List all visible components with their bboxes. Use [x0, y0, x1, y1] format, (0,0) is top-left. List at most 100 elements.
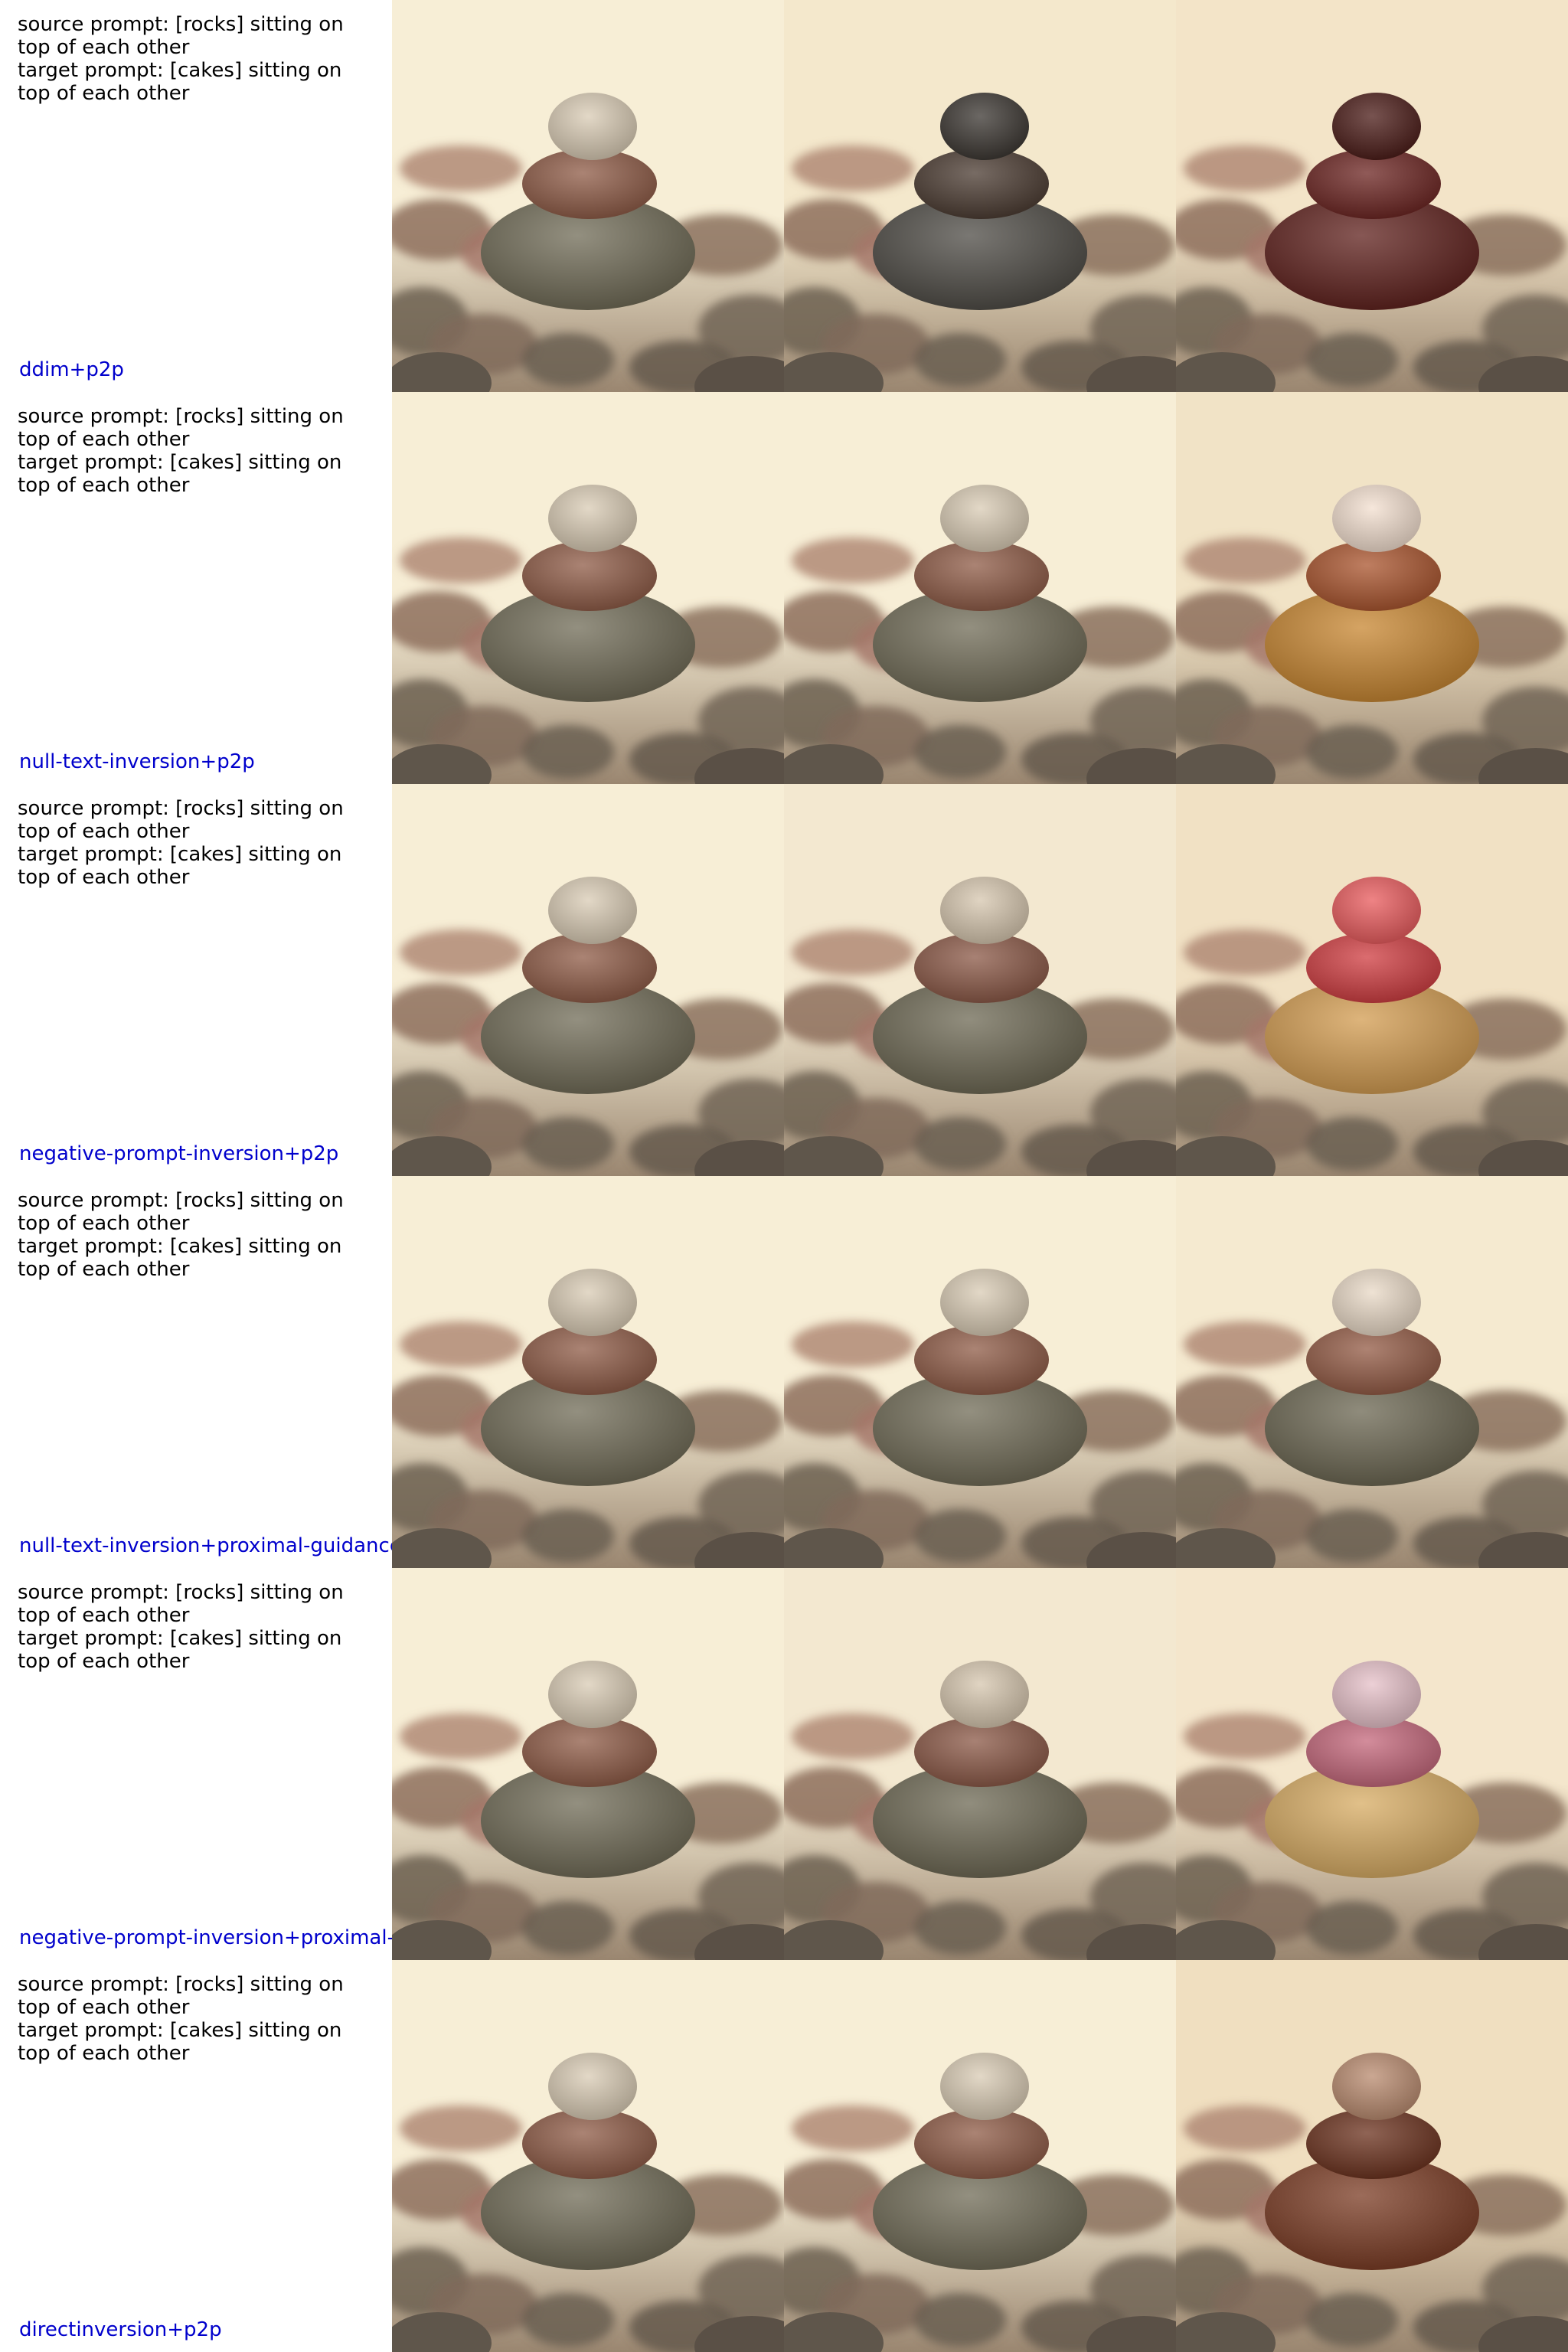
- base-shading: [1265, 1763, 1479, 1878]
- foreground-pebble: [784, 1920, 884, 1960]
- foreground-pebble: [392, 1528, 492, 1568]
- prompt-text: source prompt: [rocks] sitting on top of…: [18, 797, 377, 889]
- base-shading: [1265, 195, 1479, 310]
- prompt-text: source prompt: [rocks] sitting on top of…: [18, 1973, 377, 2065]
- base-shading: [873, 1763, 1087, 1878]
- middle-shading: [1306, 149, 1441, 219]
- base-shading: [873, 979, 1087, 1094]
- middle-shading: [914, 541, 1049, 611]
- middle-shading: [522, 2109, 657, 2179]
- stacked-pebbles-picture: [784, 392, 1176, 784]
- source-prompt: source prompt: [rocks] sitting on top of…: [18, 1581, 344, 1627]
- top-shading: [940, 877, 1029, 944]
- method-row: source prompt: [rocks] sitting on top of…: [0, 1960, 1568, 2352]
- middle-shading: [1306, 933, 1441, 1003]
- top-shading: [1332, 2053, 1421, 2120]
- base-shading: [481, 195, 695, 310]
- middle-shading: [1306, 1717, 1441, 1787]
- source-image: [392, 0, 784, 392]
- top-shading: [548, 93, 637, 160]
- stacked-pebbles-cream-picture: [1176, 1176, 1568, 1568]
- method-label: null-text-inversion+p2p: [19, 750, 255, 773]
- middle-shading: [522, 933, 657, 1003]
- stacked-pebbles-picture: [392, 0, 784, 392]
- method-label: negative-prompt-inversion+proximal-guida…: [19, 1926, 392, 1949]
- foreground-pebble: [392, 744, 492, 784]
- foreground-pebble: [694, 748, 784, 784]
- stacked-pebbles-picture: [784, 1568, 1176, 1960]
- source-image: [392, 784, 784, 1176]
- base-shading: [481, 2155, 695, 2270]
- stacked-pebbles-picture: [392, 784, 784, 1176]
- base-shading: [1265, 2155, 1479, 2270]
- foreground-pebble: [1478, 2316, 1568, 2352]
- foreground-pebble: [1086, 1140, 1176, 1176]
- edited-image: [1176, 0, 1568, 392]
- target-prompt: target prompt: [cakes] sitting on top of…: [18, 451, 342, 497]
- target-prompt: target prompt: [cakes] sitting on top of…: [18, 1627, 342, 1673]
- foreground-pebble: [1478, 1924, 1568, 1960]
- foreground-pebble: [1478, 748, 1568, 784]
- top-shading: [1332, 485, 1421, 552]
- row-label-panel: source prompt: [rocks] sitting on top of…: [0, 784, 392, 1176]
- top-shading: [548, 2053, 637, 2120]
- source-prompt: source prompt: [rocks] sitting on top of…: [18, 13, 344, 59]
- top-shading: [940, 1269, 1029, 1336]
- method-row: source prompt: [rocks] sitting on top of…: [0, 1176, 1568, 1568]
- top-shading: [548, 1661, 637, 1728]
- source-prompt: source prompt: [rocks] sitting on top of…: [18, 1973, 344, 2019]
- foreground-pebble: [784, 1528, 884, 1568]
- foreground-pebble: [694, 2316, 784, 2352]
- top-shading: [940, 1661, 1029, 1728]
- top-shading: [940, 2053, 1029, 2120]
- row-label-panel: source prompt: [rocks] sitting on top of…: [0, 0, 392, 392]
- foreground-pebble: [1176, 2312, 1276, 2352]
- method-row: source prompt: [rocks] sitting on top of…: [0, 392, 1568, 784]
- top-shading: [548, 1269, 637, 1336]
- prompt-text: source prompt: [rocks] sitting on top of…: [18, 13, 377, 105]
- base-shading: [481, 587, 695, 702]
- foreground-pebble: [1086, 1924, 1176, 1960]
- foreground-pebble: [1478, 1140, 1568, 1176]
- middle-shading: [522, 1325, 657, 1395]
- target-prompt: target prompt: [cakes] sitting on top of…: [18, 2019, 342, 2065]
- foreground-pebble: [694, 1140, 784, 1176]
- method-label: directinversion+p2p: [19, 2318, 222, 2341]
- top-shading: [1332, 93, 1421, 160]
- stacked-dark-stones-picture: [784, 0, 1176, 392]
- foreground-pebble: [392, 1136, 492, 1176]
- chocolate-cake-stack-picture: [1176, 1960, 1568, 2352]
- row-label-panel: source prompt: [rocks] sitting on top of…: [0, 1176, 392, 1568]
- top-shading: [548, 877, 637, 944]
- middle-shading: [522, 1717, 657, 1787]
- method-label: null-text-inversion+proximal-guidance: [19, 1534, 392, 1557]
- method-row: source prompt: [rocks] sitting on top of…: [0, 1568, 1568, 1960]
- stacked-pebbles-picture: [784, 784, 1176, 1176]
- foreground-pebble: [392, 352, 492, 392]
- stacked-pebbles-picture: [392, 1568, 784, 1960]
- foreground-pebble: [392, 1920, 492, 1960]
- reconstruction-image: [784, 392, 1176, 784]
- source-prompt: source prompt: [rocks] sitting on top of…: [18, 405, 344, 451]
- foreground-pebble: [784, 1136, 884, 1176]
- foreground-pebble: [1086, 356, 1176, 392]
- row-label-panel: source prompt: [rocks] sitting on top of…: [0, 392, 392, 784]
- cupcake-pink-picture: [1176, 1568, 1568, 1960]
- stacked-pebbles-picture: [784, 1176, 1176, 1568]
- source-prompt: source prompt: [rocks] sitting on top of…: [18, 797, 344, 843]
- target-prompt: target prompt: [cakes] sitting on top of…: [18, 59, 342, 105]
- edited-image: [1176, 1960, 1568, 2352]
- method-label: ddim+p2p: [19, 358, 124, 381]
- middle-shading: [914, 149, 1049, 219]
- top-shading: [548, 485, 637, 552]
- foreground-pebble: [784, 352, 884, 392]
- foreground-pebble: [1176, 744, 1276, 784]
- middle-shading: [1306, 541, 1441, 611]
- stacked-pebbles-picture: [392, 1176, 784, 1568]
- foreground-pebble: [694, 1532, 784, 1568]
- source-prompt: source prompt: [rocks] sitting on top of…: [18, 1189, 344, 1235]
- method-row: source prompt: [rocks] sitting on top of…: [0, 0, 1568, 392]
- source-image: [392, 392, 784, 784]
- edited-image: [1176, 392, 1568, 784]
